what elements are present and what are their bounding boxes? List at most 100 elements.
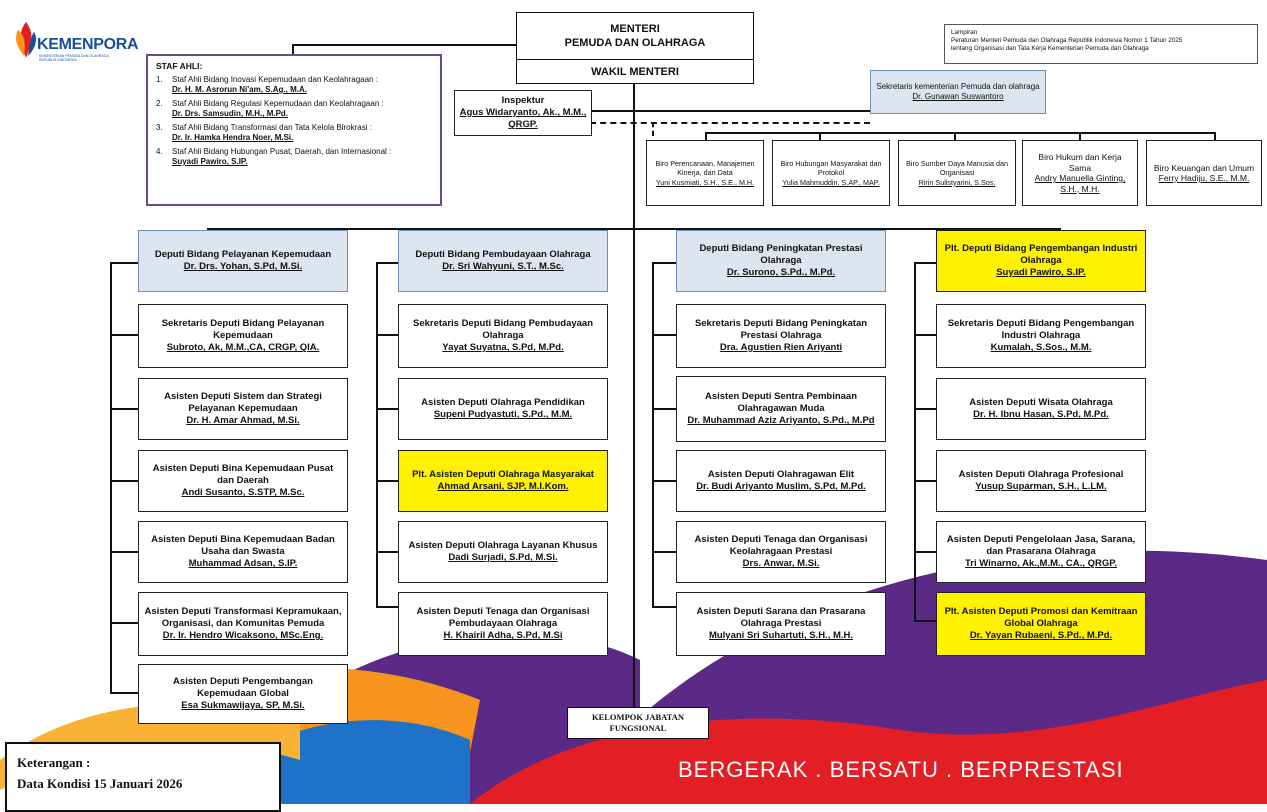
unit-title: Asisten Deputi Olahraga Pendidikan bbox=[421, 397, 585, 408]
inspektur-title: Inspektur bbox=[501, 95, 545, 106]
staf-ahli-role: Staf Ahli Bidang Hubungan Pusat, Daerah,… bbox=[172, 147, 392, 156]
unit-name: Yusup Suparman, S.H., L.LM. bbox=[975, 481, 1107, 492]
unit-box: Sekretaris Deputi Bidang Peningkatan Pre… bbox=[676, 304, 886, 368]
unit-box: Sekretaris Deputi Bidang Pembudayaan Ola… bbox=[398, 304, 608, 368]
biro3-drop bbox=[954, 132, 956, 142]
connector-tick bbox=[110, 334, 138, 336]
staf-ahli-item: 4. Staf Ahli Bidang Hubungan Pusat, Daer… bbox=[156, 147, 432, 167]
biro-box: Biro Hukum dan Kerja Sama Andry Manuella… bbox=[1022, 140, 1138, 206]
staf-ahli-box: STAF AHLI: 1. Staf Ahli Bidang Inovasi K… bbox=[146, 54, 442, 206]
biro-name: Ferry Hadiju, S.E., M.M. bbox=[1158, 173, 1250, 183]
lampiran-line1: Lampiran bbox=[951, 29, 978, 36]
unit-title: Asisten Deputi Tenaga dan Organisasi Keo… bbox=[694, 534, 868, 557]
deputi-title: Plt. Deputi Bidang Pengembangan Industri… bbox=[944, 243, 1138, 266]
unit-box: Asisten Deputi Olahragawan Elit Dr. Budi… bbox=[676, 450, 886, 512]
unit-title: Asisten Deputi Sentra Pembinaan Olahraga… bbox=[704, 391, 858, 414]
connector-tick bbox=[110, 480, 138, 482]
biro-title: Biro Keuangan dan Umum bbox=[1153, 162, 1255, 173]
unit-box: Asisten Deputi Olahraga Profesional Yusu… bbox=[936, 450, 1146, 512]
unit-name: Dr. Budi Ariyanto Muslim, S.Pd, M.Pd. bbox=[696, 481, 866, 492]
unit-name: Muhammad Adsan, S.IP. bbox=[188, 558, 298, 569]
connector-tick bbox=[914, 620, 936, 622]
deputi-head-box: Deputi Bidang Pembudayaan Olahraga Dr. S… bbox=[398, 230, 608, 292]
connector-tick bbox=[914, 334, 936, 336]
unit-box: Asisten Deputi Pengembangan Kepemudaan G… bbox=[138, 664, 348, 724]
unit-box: Asisten Deputi Bina Kepemudaan Pusat dan… bbox=[138, 450, 348, 512]
staf-ahli-name: Dr. H. M. Asrorun Ni'am, S.Ag., M.A. bbox=[172, 85, 307, 94]
sekretaris-name: Dr. Gunawan Suswantoro bbox=[912, 92, 1004, 101]
deputi-head-box: Deputi Bidang Peningkatan Prestasi Olahr… bbox=[676, 230, 886, 292]
staf-ahli-num: 2. bbox=[156, 99, 163, 108]
staf-ahli-title: STAF AHLI: bbox=[156, 61, 203, 71]
deputi-title: Deputi Bidang Pelayanan Kepemudaan bbox=[154, 249, 332, 260]
spine-col4 bbox=[914, 262, 916, 622]
connector-tick bbox=[110, 692, 138, 694]
inspektur-box: Inspektur Agus Widaryanto, Ak., M.M., QR… bbox=[454, 90, 592, 136]
menteri-title-line2: PEMUDA DAN OLAHRAGA bbox=[564, 37, 706, 49]
connector-tick bbox=[914, 551, 936, 553]
connector-tick bbox=[652, 408, 676, 410]
unit-name: Dra. Agustien Rien Ariyanti bbox=[719, 342, 843, 353]
biro-title: Biro Sumber Daya Manusia dan Organisasi bbox=[906, 158, 1008, 178]
biro-box: Biro Sumber Daya Manusia dan Organisasi … bbox=[898, 140, 1016, 206]
unit-title: Asisten Deputi Bina Kepemudaan Pusat dan… bbox=[152, 463, 334, 486]
kelompok-line2: FUNGSIONAL bbox=[609, 723, 667, 733]
unit-name: Dadi Surjadi, S.Pd, M.Si. bbox=[448, 552, 558, 563]
red-wave bbox=[470, 680, 1267, 804]
biro-bus-line bbox=[705, 132, 1215, 134]
unit-title: Asisten Deputi Olahraga Layanan Khusus bbox=[408, 540, 598, 551]
biro-title: Biro Hubungan Masyarakat dan Protokol bbox=[780, 158, 882, 178]
biro-box: Biro Keuangan dan Umum Ferry Hadiju, S.E… bbox=[1146, 140, 1262, 206]
main-vertical-line bbox=[633, 84, 635, 710]
keterangan-date: Data Kondisi 15 Januari 2026 bbox=[17, 776, 183, 791]
biro-title: Biro Hukum dan Kerja Sama bbox=[1038, 152, 1122, 173]
unit-box: Asisten Deputi Pengelolaan Jasa, Sarana,… bbox=[936, 521, 1146, 583]
spine-col3 bbox=[652, 262, 654, 608]
deputi-head-box: Deputi Bidang Pelayanan Kepemudaan Dr. D… bbox=[138, 230, 348, 292]
unit-name: Esa Sukmawijaya, SP, M.Si. bbox=[181, 700, 305, 711]
biro-name: Ririn Sulistyarini, S.Sos. bbox=[918, 177, 996, 187]
logo-subtitle: KEMENTERIAN PEMUDA DAN OLAHRAGA REPUBLIK… bbox=[39, 54, 109, 62]
staf-ahli-name: Dr. Drs. Samsudin, M.H., M.Pd. bbox=[172, 109, 289, 118]
unit-title: Sekretaris Deputi Bidang Pelayanan Kepem… bbox=[161, 318, 325, 341]
dashed-line-h bbox=[590, 122, 870, 124]
staf-ahli-item: 3. Staf Ahli Bidang Transformasi dan Tat… bbox=[156, 123, 432, 143]
staf-ahli-role: Staf Ahli Bidang Inovasi Kepemudaan dan … bbox=[172, 75, 378, 84]
sekretaris-title: Sekretaris kementerian Pemuda dan olahra… bbox=[876, 82, 1040, 91]
staf-ahli-num: 4. bbox=[156, 147, 163, 156]
biro-name: Yuni Kusmiati, S.H., S.E., M.H. bbox=[655, 177, 755, 187]
keterangan-box: Keterangan : Data Kondisi 15 Januari 202… bbox=[5, 742, 281, 812]
sekretaris-connector bbox=[634, 110, 870, 112]
unit-box: Asisten Deputi Wisata Olahraga Dr. H. Ib… bbox=[936, 378, 1146, 440]
biro-name: Yulia Mahmuddin, S.AP., MAP. bbox=[782, 177, 880, 187]
unit-name: Andi Susanto, S.STP, M.Sc. bbox=[181, 487, 305, 498]
staf-ahli-role: Staf Ahli Bidang Regulasi Kepemudaan dan… bbox=[172, 99, 384, 108]
spine-col4-top bbox=[914, 262, 936, 264]
staf-ahli-role: Staf Ahli Bidang Transformasi dan Tata K… bbox=[172, 123, 372, 132]
orange-wave-left bbox=[0, 703, 300, 790]
unit-title: Asisten Deputi Pengembangan Kepemudaan G… bbox=[173, 676, 313, 699]
deputi-title: Deputi Bidang Peningkatan Prestasi Olahr… bbox=[699, 243, 863, 266]
kemenpora-logo-icon bbox=[16, 22, 36, 58]
spine-col3-top bbox=[652, 262, 676, 264]
connector-tick bbox=[914, 408, 936, 410]
connector-tick bbox=[376, 334, 398, 336]
unit-box: Asisten Deputi Olahraga Layanan Khusus D… bbox=[398, 521, 608, 583]
connector-tick bbox=[652, 606, 676, 608]
biro4-drop bbox=[1079, 132, 1081, 142]
biro-box: Biro Perencanaan, Manajemen Kinerja, dan… bbox=[646, 140, 764, 206]
unit-name: Mulyani Sri Suhartuti, S.H., M.H. bbox=[708, 630, 854, 641]
slogan-text: BERGERAK . BERSATU . BERPRESTASI bbox=[678, 757, 1124, 782]
spine-col2-top bbox=[376, 262, 398, 264]
unit-box: Asisten Deputi Tenaga dan Organisasi Pem… bbox=[398, 592, 608, 656]
unit-title: Sekretaris Deputi Bidang Pengembangan In… bbox=[947, 318, 1135, 341]
unit-box: Asisten Deputi Sarana dan Prasarana Olah… bbox=[676, 592, 886, 656]
unit-title: Asisten Deputi Sarana dan Prasarana Olah… bbox=[696, 606, 866, 629]
dashed-line-v bbox=[652, 122, 654, 136]
sekretaris-box: Sekretaris kementerian Pemuda dan olahra… bbox=[870, 70, 1046, 114]
menteri-title-line1: MENTERI bbox=[610, 23, 660, 35]
keterangan-label: Keterangan : bbox=[17, 755, 91, 770]
connector-tick bbox=[652, 334, 676, 336]
connector-tick bbox=[376, 408, 398, 410]
